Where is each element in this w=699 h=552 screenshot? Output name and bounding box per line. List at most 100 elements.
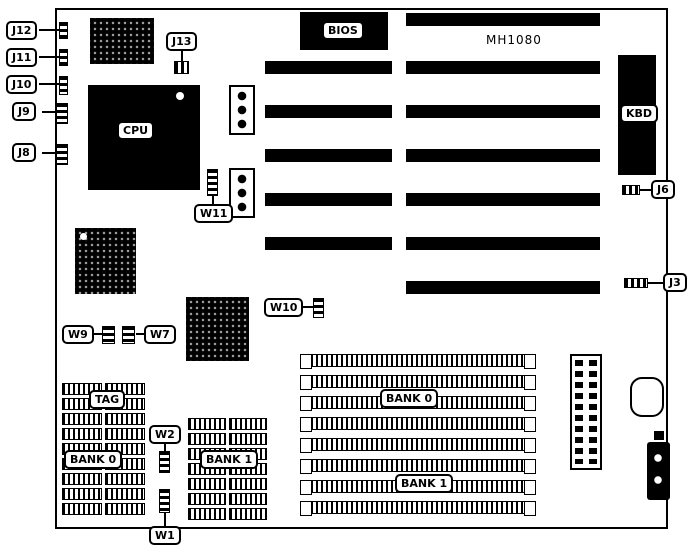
leader-line-j8 [42,152,56,154]
dip-chip [188,508,226,520]
isa-slot [265,193,392,206]
capacitor-block-top [229,85,255,135]
dip-chip [62,503,102,515]
leader-line-w2 [164,444,166,451]
isa-slot [406,105,600,118]
dip-chip [188,478,226,490]
leader-line-w9 [94,333,102,335]
leader-line-j6 [640,189,651,191]
leader-line-w1 [164,513,166,526]
jumper-label-w9: W9 [62,325,94,344]
dip-bank-middle [188,418,267,520]
isa-slot [265,237,392,250]
dip-chip [229,433,267,445]
dip-chip [229,418,267,430]
dip-chip [62,473,102,485]
dip-chip [229,508,267,520]
isa-slot [265,149,392,162]
tag-label: TAG [89,390,126,409]
simm-socket [300,501,536,516]
dip-bank0-label: BANK 0 [64,450,123,469]
dip-chip [105,473,145,485]
connector-j9 [56,103,68,124]
dip-chip [62,488,102,500]
simm-socket [300,354,536,369]
simm-bank0-label: BANK 0 [380,389,439,408]
connector-j8 [56,144,68,165]
jumper-label-j9: J9 [12,102,36,121]
keyboard-din-connector [647,442,670,500]
jumper-w1 [159,489,170,513]
jumper-label-j6: J6 [651,180,675,199]
isa-slot [265,105,392,118]
bios-label: BIOS [322,21,364,40]
kbd-label: KBD [620,104,659,123]
simm-bank1-label: BANK 1 [395,474,454,493]
isa-slot [406,149,600,162]
isa-slot-column-left [265,61,392,250]
jumper-w9 [102,326,115,344]
leader-line-j12 [39,29,59,31]
isa-slot [406,61,600,74]
chip-pin1-dot [80,233,87,240]
power-connector [570,354,602,470]
jumper-w10 [313,298,324,318]
leader-line-j3 [648,282,664,284]
connector-j11 [59,49,68,66]
dip-chip [188,418,226,430]
isa-slot [406,193,600,206]
isa-slot-column-right [406,61,600,294]
connector-j10 [59,76,68,95]
leader-line-w11 [212,196,214,205]
connector-j6 [622,185,640,195]
simm-socket [300,417,536,432]
jumper-label-j12: J12 [6,21,38,40]
jumper-label-w1: W1 [149,526,181,545]
dip-chip [188,433,226,445]
jumper-label-j11: J11 [6,48,38,67]
dip-chip [62,428,102,440]
dip-chip [105,488,145,500]
simm-socket [300,375,536,390]
dip-chip [105,413,145,425]
connector-j3 [624,278,648,288]
isa-slot [406,281,600,294]
jumper-label-w10: W10 [264,298,304,317]
dip-chip [62,413,102,425]
isa-slot [406,237,600,250]
connector-j13 [174,61,189,74]
jumper-label-j13: J13 [166,32,198,51]
cpu-label: CPU [117,121,155,140]
simm-socket [300,438,536,453]
capacitor-block-bottom [229,168,255,218]
jumper-label-w7: W7 [144,325,176,344]
jumper-label-w2: W2 [149,425,181,444]
dip-chip [105,428,145,440]
leader-line-j10 [39,83,59,85]
jumper-label-j10: J10 [6,75,38,94]
isa-slot [406,13,600,26]
jumper-label-w11: W11 [194,204,234,223]
logic-chip-top-left [90,18,154,64]
leader-line-j11 [39,56,59,58]
leader-line-w10 [302,306,313,308]
connector-j12 [59,22,68,39]
jumper-label-j8: J8 [12,143,36,162]
connector-block [654,431,664,440]
battery [630,377,664,417]
dip-chip [105,503,145,515]
dip-chip [229,493,267,505]
board-model: MH1080 [486,33,542,47]
dip-chip [188,493,226,505]
jumper-w2 [159,451,170,473]
leader-line-j13 [181,51,183,62]
isa-slot [265,61,392,74]
jumper-w11 [207,169,218,196]
leader-line-w7 [136,333,144,335]
jumper-label-j3: J3 [663,273,687,292]
leader-line-j9 [42,111,56,113]
logic-chip-mid-center [186,297,249,361]
jumper-w7 [122,326,135,344]
dip-chip [229,478,267,490]
